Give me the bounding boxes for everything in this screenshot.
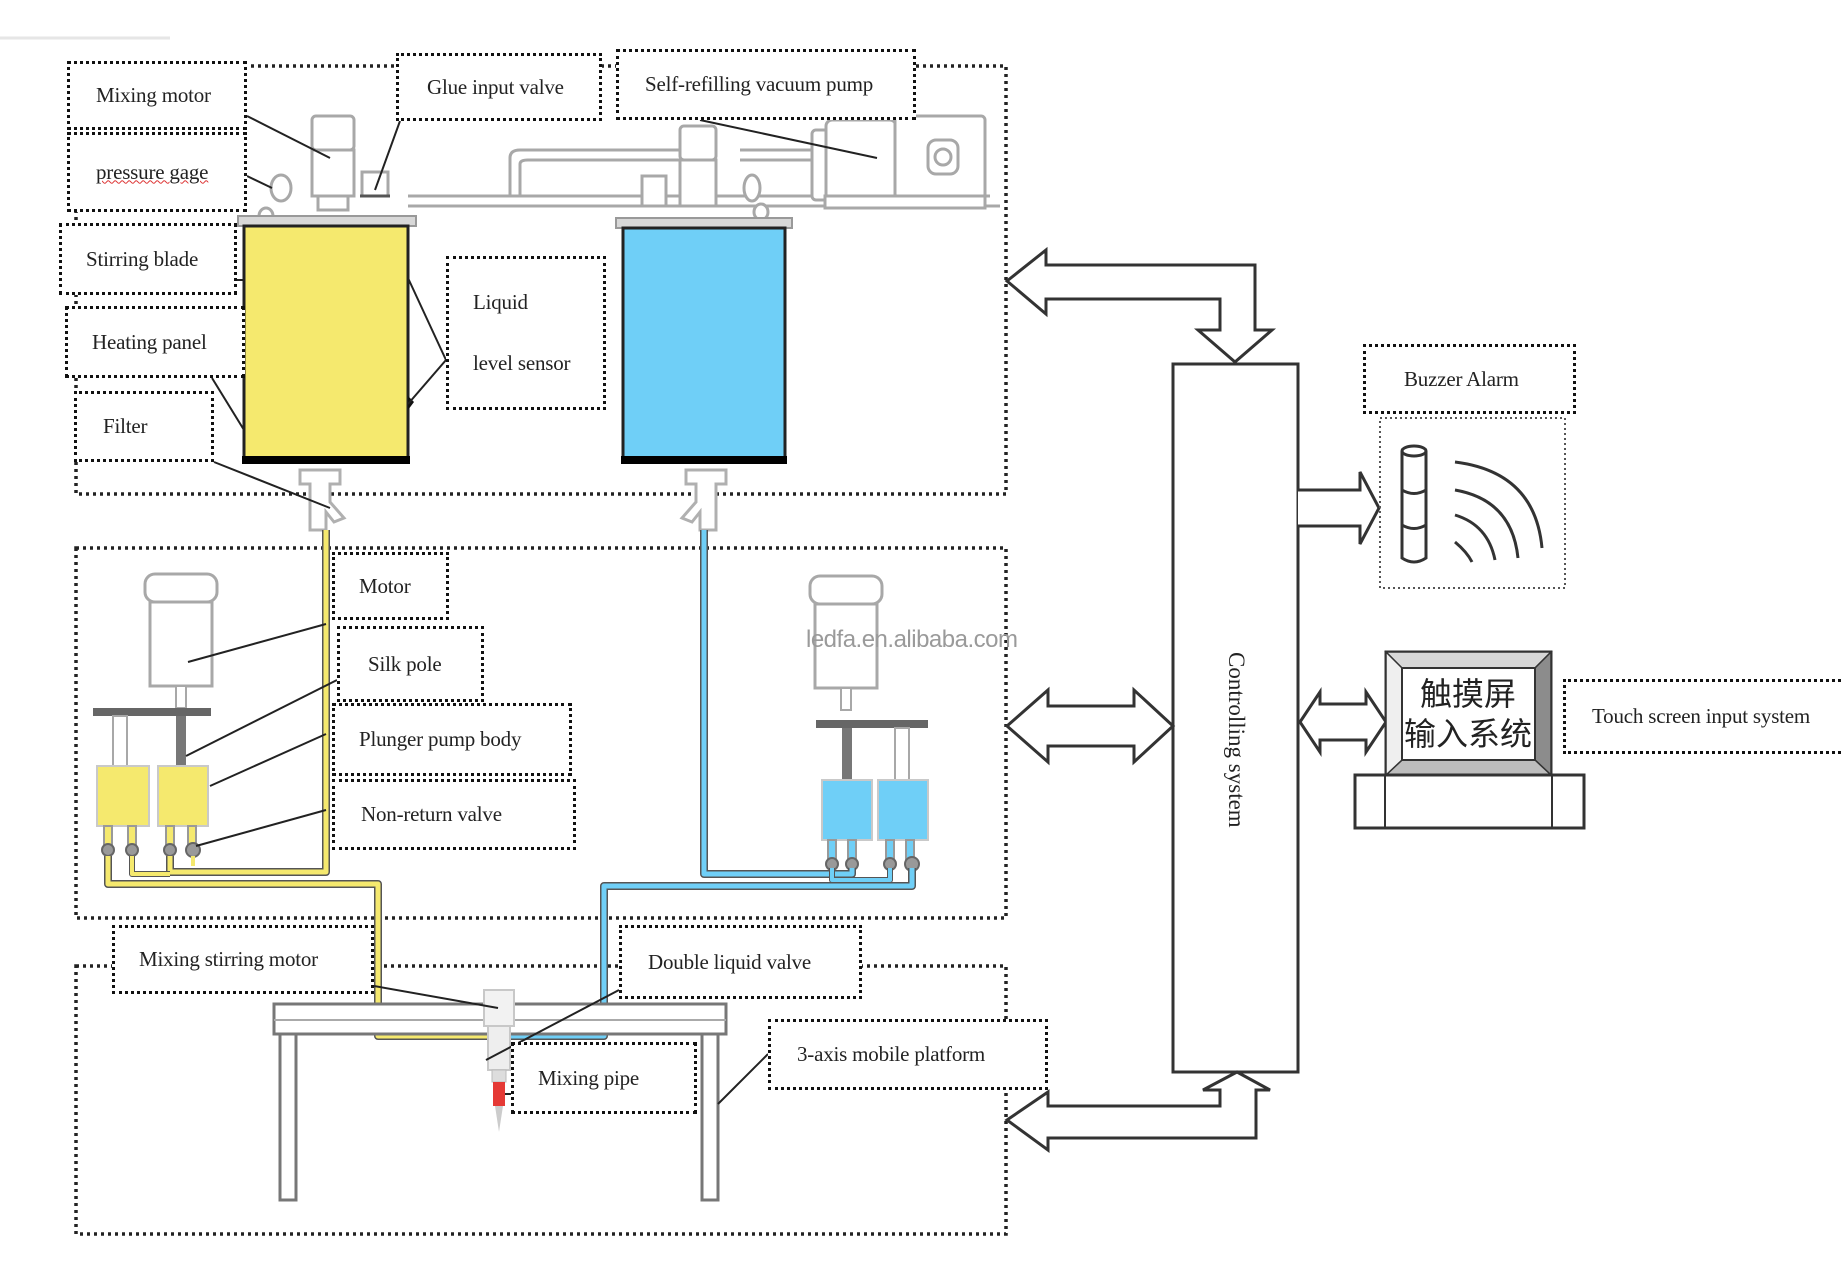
label-liquid-level-sensor-line1: Liquid [473,290,528,314]
tank-a-heating-base [242,456,410,464]
tank-a [242,224,410,460]
label-three-axis-platform-text: 3-axis mobile platform [797,1042,986,1066]
pump-assembly-a [93,572,219,858]
label-controlling-system-text: Controlling system [1224,652,1249,828]
glue-input-valve-b [640,174,668,208]
tank-b-heating-base [621,456,787,464]
dispensing-head [483,989,515,1132]
label-silk-pole: Silk pole [337,626,484,702]
label-plunger-pump-body-text: Plunger pump body [359,727,522,751]
label-heating-panel: Heating panel [65,306,245,378]
arrow-platform-control [1004,1070,1271,1153]
arrow-tanks-control [1004,246,1277,364]
label-double-liquid-valve-text: Double liquid valve [648,949,812,974]
label-motor: Motor [332,552,449,620]
label-mixing-pipe: Mixing pipe [511,1042,697,1114]
label-double-liquid-valve: Double liquid valve [619,925,862,999]
label-mixing-motor: Mixing motor [67,61,247,130]
arrow-pump-control [1004,686,1176,766]
touch-screen-line1: 触摸屏 [1419,675,1516,713]
filter-valve-a [298,468,347,532]
label-mixing-stirring-motor: Mixing stirring motor [112,925,374,994]
pressure-gage-b [742,173,770,222]
label-mixing-stirring-motor-text: Mixing stirring motor [139,947,318,971]
pump-assembly-b [808,574,929,872]
label-vacuum-pump: Self-refilling vacuum pump [616,49,916,120]
label-controlling-system: Controlling system [1172,600,1300,880]
label-buzzer-alarm: Buzzer Alarm [1363,344,1576,414]
glue-input-valve-a [360,170,390,198]
liquid-level-sensor-probe [408,396,414,410]
label-vacuum-pump-text: Self-refilling vacuum pump [645,72,874,96]
label-motor-text: Motor [359,573,411,598]
touch-screen-display-text: 触摸屏 输入系统 [1398,666,1538,762]
filter-valve-b [679,468,728,532]
label-plunger-pump-body: Plunger pump body [332,703,572,776]
label-pressure-gage-text: pressure gage [96,159,209,184]
touch-screen-line2: 输入系统 [1403,715,1532,753]
mixing-motor-a [310,114,356,212]
label-stirring-blade: Stirring blade [59,223,237,295]
label-filter: Filter [74,391,214,462]
label-silk-pole-text: Silk pole [368,651,442,676]
buzzer-image-frame [1379,417,1566,589]
leader-lines-bottom [373,985,769,1105]
tubing-component-a [104,530,490,1040]
leader-lines-middle [185,623,338,847]
arrow-control-touchscreen [1298,687,1388,757]
label-pressure-gage: pressure gage [67,132,247,212]
label-glue-input-valve: Glue input valve [396,53,602,121]
label-buzzer-alarm-text: Buzzer Alarm [1404,366,1519,391]
tubing-component-b [510,530,916,1040]
label-non-return-valve: Non-return valve [332,779,576,850]
label-mixing-motor-text: Mixing motor [96,83,211,107]
leader-lines-top [211,115,878,509]
vacuum-pump [810,114,987,210]
label-glue-input-valve-text: Glue input valve [427,74,564,99]
label-three-axis-platform: 3-axis mobile platform [768,1019,1048,1090]
platform-section-box [74,964,1008,1236]
label-touch-screen-input-system: Touch screen input system [1563,679,1842,754]
label-heating-panel-text: Heating panel [92,329,207,354]
label-stirring-blade-text: Stirring blade [86,246,199,271]
label-liquid-level-sensor-line2: level sensor [473,351,571,375]
touch-screen-device [1353,650,1586,830]
tank-b [621,226,787,460]
label-mixing-pipe-text: Mixing pipe [538,1065,640,1090]
label-non-return-valve-text: Non-return valve [361,802,502,826]
pump-section-box [74,546,1008,920]
label-liquid-level-sensor: Liquid level sensor [446,256,606,410]
watermark: ledfa.en.alibaba.com [806,626,1018,653]
arrow-control-buzzer [1298,471,1381,545]
label-filter-text: Filter [103,414,148,438]
label-touch-screen-text: Touch screen input system [1592,704,1811,728]
mixing-motor-b [678,124,718,208]
buzzer-alarm-icon [1400,444,1544,564]
